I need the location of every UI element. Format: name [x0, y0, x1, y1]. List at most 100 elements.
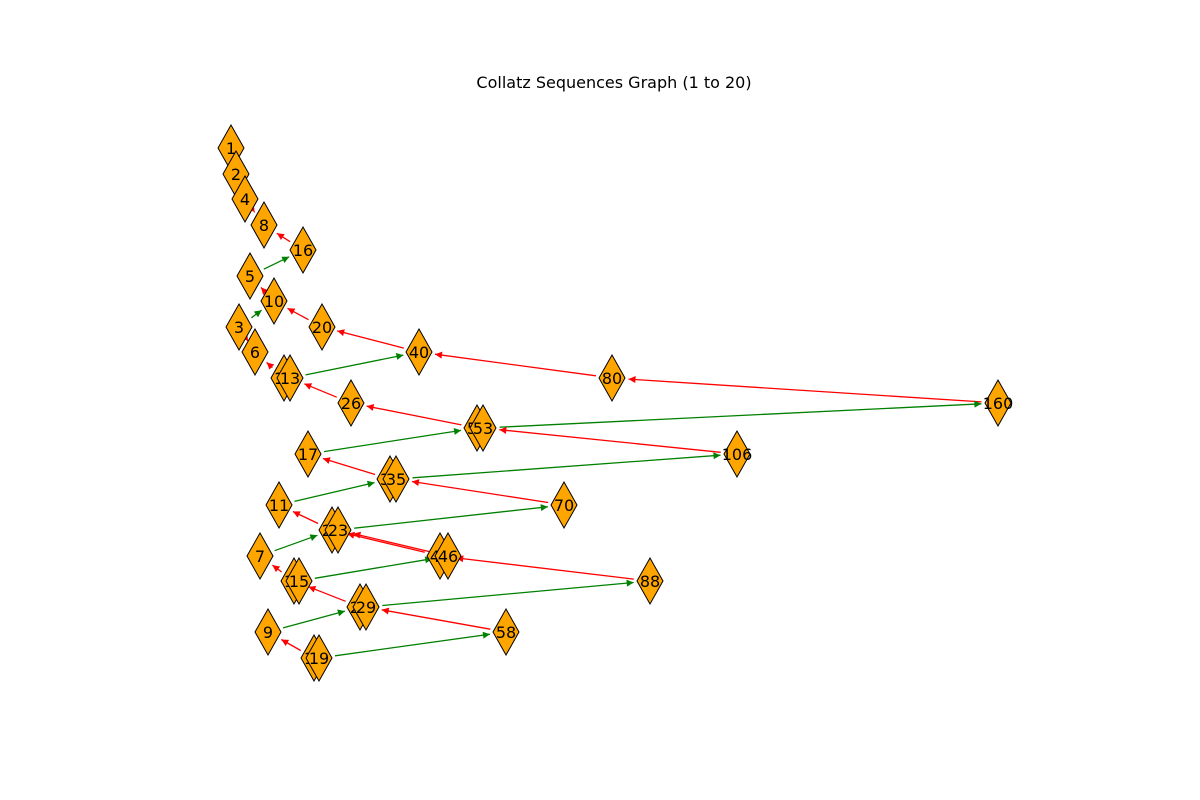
node-label-4: 4 [240, 190, 250, 209]
node-label-58: 58 [496, 623, 516, 642]
edges-layer [230, 152, 982, 657]
node-diamond-8 [250, 200, 278, 250]
node-diamond-4 [231, 174, 259, 224]
node-diamond-29 [352, 582, 380, 632]
node-label-19: 19 [309, 649, 329, 668]
node-label-3: 3 [234, 318, 244, 337]
edge-23-to-70 [354, 504, 548, 529]
node-label-17: 17 [298, 445, 318, 464]
node-11: 11 [265, 480, 293, 530]
node-label-80: 80 [602, 369, 622, 388]
node-label-2: 2 [231, 165, 241, 184]
nodes-layer: 1248165103204061213801602652531061734357… [217, 123, 1014, 683]
edge-29-to-88 [382, 579, 634, 607]
node-diamond-9 [254, 607, 282, 657]
edge-18-to-9 [280, 638, 302, 652]
node-diamond-40 [405, 327, 433, 377]
edge-35-to-106 [412, 452, 721, 479]
edge-14-to-7 [272, 564, 282, 573]
node-label-29: 29 [356, 598, 376, 617]
node-label-1: 1 [226, 139, 236, 158]
edge-46-to-23 [353, 531, 433, 554]
node-6: 6 [241, 327, 269, 377]
edge-52-to-26 [366, 404, 462, 426]
node-label-20: 20 [312, 318, 332, 337]
node-5: 5 [236, 251, 264, 301]
node-diamond-11 [265, 480, 293, 530]
node-diamond-7 [246, 531, 274, 581]
edge-19-to-58 [334, 631, 491, 657]
edge-26-to-13 [304, 383, 337, 398]
node-diamond-160 [984, 378, 1012, 428]
node-diamond-16 [289, 225, 317, 275]
edge-6-to-3 [241, 333, 249, 342]
node-160: 160 [983, 378, 1014, 428]
node-19: 19 [305, 633, 333, 683]
node-diamond-23 [324, 505, 352, 555]
edge-3-to-10 [251, 309, 262, 319]
node-80: 80 [598, 353, 626, 403]
node-label-26: 26 [341, 394, 361, 413]
edge-58-to-29 [381, 607, 491, 630]
node-label-46: 46 [438, 547, 458, 566]
node-diamond-3 [225, 302, 253, 352]
edge-22-to-11 [292, 510, 319, 525]
edge-34-to-17 [322, 457, 376, 476]
node-13: 13 [276, 353, 304, 403]
node-58: 58 [492, 607, 520, 657]
node-diamond-19 [305, 633, 333, 683]
node-26: 26 [337, 378, 365, 428]
node-9: 9 [254, 607, 282, 657]
node-label-8: 8 [259, 216, 269, 235]
node-3: 3 [225, 302, 253, 352]
node-label-6: 6 [250, 343, 260, 362]
edge-7-to-22 [274, 534, 318, 552]
edge-160-to-80 [628, 376, 982, 403]
node-label-5: 5 [245, 267, 255, 286]
edge-44-to-22 [347, 531, 425, 553]
edge-15-to-46 [314, 556, 433, 579]
node-29: 29 [352, 582, 380, 632]
edge-10-to-5 [260, 286, 269, 295]
node-label-16: 16 [293, 241, 313, 260]
edge-106-to-53 [499, 426, 721, 453]
node-diamond-88 [636, 556, 664, 606]
node-16: 16 [289, 225, 317, 275]
node-label-35: 35 [386, 470, 406, 489]
node-label-7: 7 [255, 547, 265, 566]
node-7: 7 [246, 531, 274, 581]
node-label-88: 88 [640, 572, 660, 591]
edge-53-to-160 [499, 400, 982, 428]
edge-5-to-16 [263, 256, 290, 270]
node-label-23: 23 [328, 521, 348, 540]
edge-20-to-10 [287, 307, 309, 321]
edge-16-to-8 [276, 232, 291, 243]
node-diamond-10 [260, 276, 288, 326]
node-diamond-20 [308, 302, 336, 352]
edge-9-to-28 [282, 609, 346, 629]
node-20: 20 [308, 302, 336, 352]
node-label-160: 160 [983, 394, 1014, 413]
node-106: 106 [722, 429, 753, 479]
node-diamond-53 [469, 403, 497, 453]
node-label-15: 15 [289, 572, 309, 591]
node-label-9: 9 [263, 623, 273, 642]
node-diamond-6 [241, 327, 269, 377]
node-53: 53 [469, 403, 497, 453]
node-10: 10 [260, 276, 288, 326]
node-label-106: 106 [722, 445, 753, 464]
node-label-40: 40 [409, 343, 429, 362]
edge-28-to-14 [308, 585, 346, 602]
node-15: 15 [285, 556, 313, 606]
chart-title: Collatz Sequences Graph (1 to 20) [476, 73, 751, 92]
node-88: 88 [636, 556, 664, 606]
node-diamond-17 [294, 429, 322, 479]
node-label-10: 10 [264, 292, 284, 311]
node-label-70: 70 [554, 496, 574, 515]
node-diamond-26 [337, 378, 365, 428]
node-label-11: 11 [269, 496, 289, 515]
node-diamond-80 [598, 353, 626, 403]
node-diamond-35 [382, 454, 410, 504]
node-diamond-106 [723, 429, 751, 479]
